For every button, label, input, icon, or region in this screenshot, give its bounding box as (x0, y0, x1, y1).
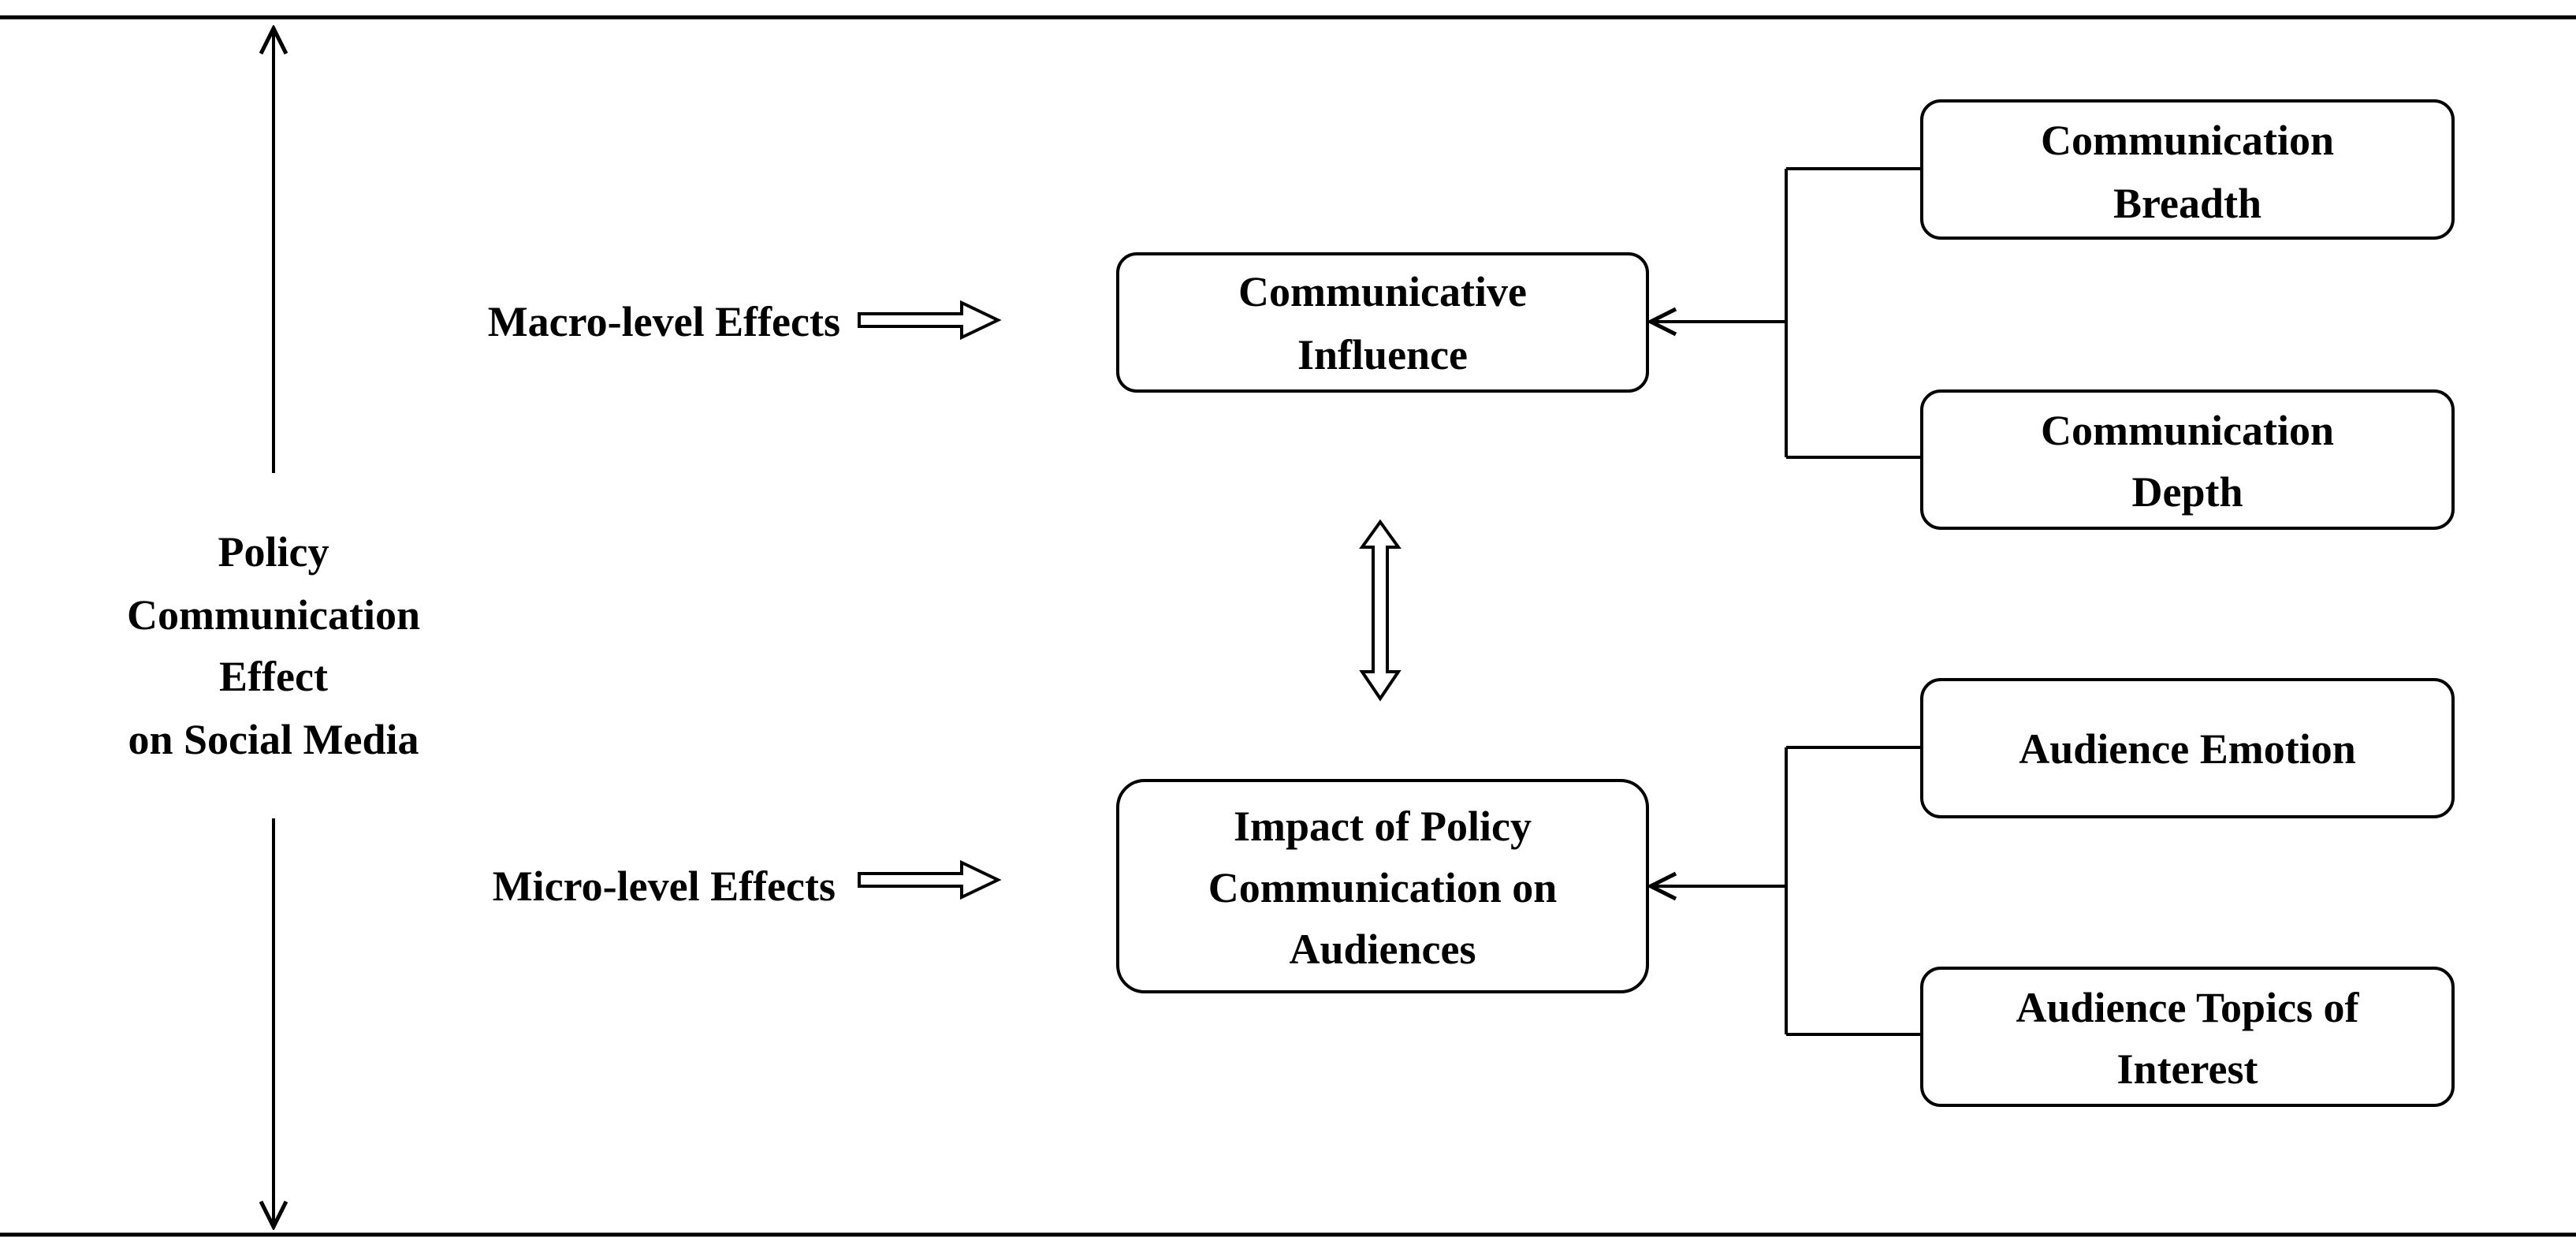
left-label-line2: Communication (127, 591, 420, 639)
impact-line1: Impact of Policy (1234, 803, 1532, 850)
top-bracket-connector (1651, 167, 1922, 459)
left-label-line4: on Social Media (128, 716, 419, 763)
topics-line1: Audience Topics of (2016, 984, 2359, 1031)
bidirectional-hollow-arrow (1359, 519, 1402, 702)
breadth-line1: Communication (2041, 117, 2334, 164)
depth-line1: Communication (2041, 407, 2334, 454)
impact-line3: Audiences (1289, 926, 1476, 973)
communicative-influence-box: Communicative Influence (1116, 252, 1649, 393)
left-label: Policy Communication Effect on Social Me… (127, 528, 420, 763)
communicative-influence-line2: Influence (1297, 331, 1468, 378)
communicative-influence-line1: Communicative (1238, 268, 1527, 315)
audience-emotion-box: Audience Emotion (1920, 678, 2455, 818)
macro-level-label: Macro-level Effects (488, 298, 840, 345)
depth-line2: Depth (2131, 468, 2243, 516)
communication-breadth-box: Communication Breadth (1920, 99, 2455, 240)
audience-topics-box: Audience Topics of Interest (1920, 967, 2455, 1107)
communication-depth-box: Communication Depth (1920, 389, 2455, 530)
micro-hollow-arrow (858, 859, 1002, 900)
left-label-line1: Policy (218, 528, 329, 576)
left-label-line3: Effect (219, 653, 328, 700)
macro-hollow-arrow (858, 300, 1002, 341)
topics-line2: Interest (2117, 1045, 2258, 1093)
impact-on-audiences-box: Impact of Policy Communication on Audien… (1116, 779, 1649, 993)
emotion-line1: Audience Emotion (2019, 725, 2356, 773)
breadth-line2: Breadth (2113, 180, 2261, 227)
bottom-bracket-connector (1651, 746, 1922, 1036)
micro-level-label: Micro-level Effects (493, 863, 836, 910)
impact-line2: Communication on (1208, 864, 1558, 911)
